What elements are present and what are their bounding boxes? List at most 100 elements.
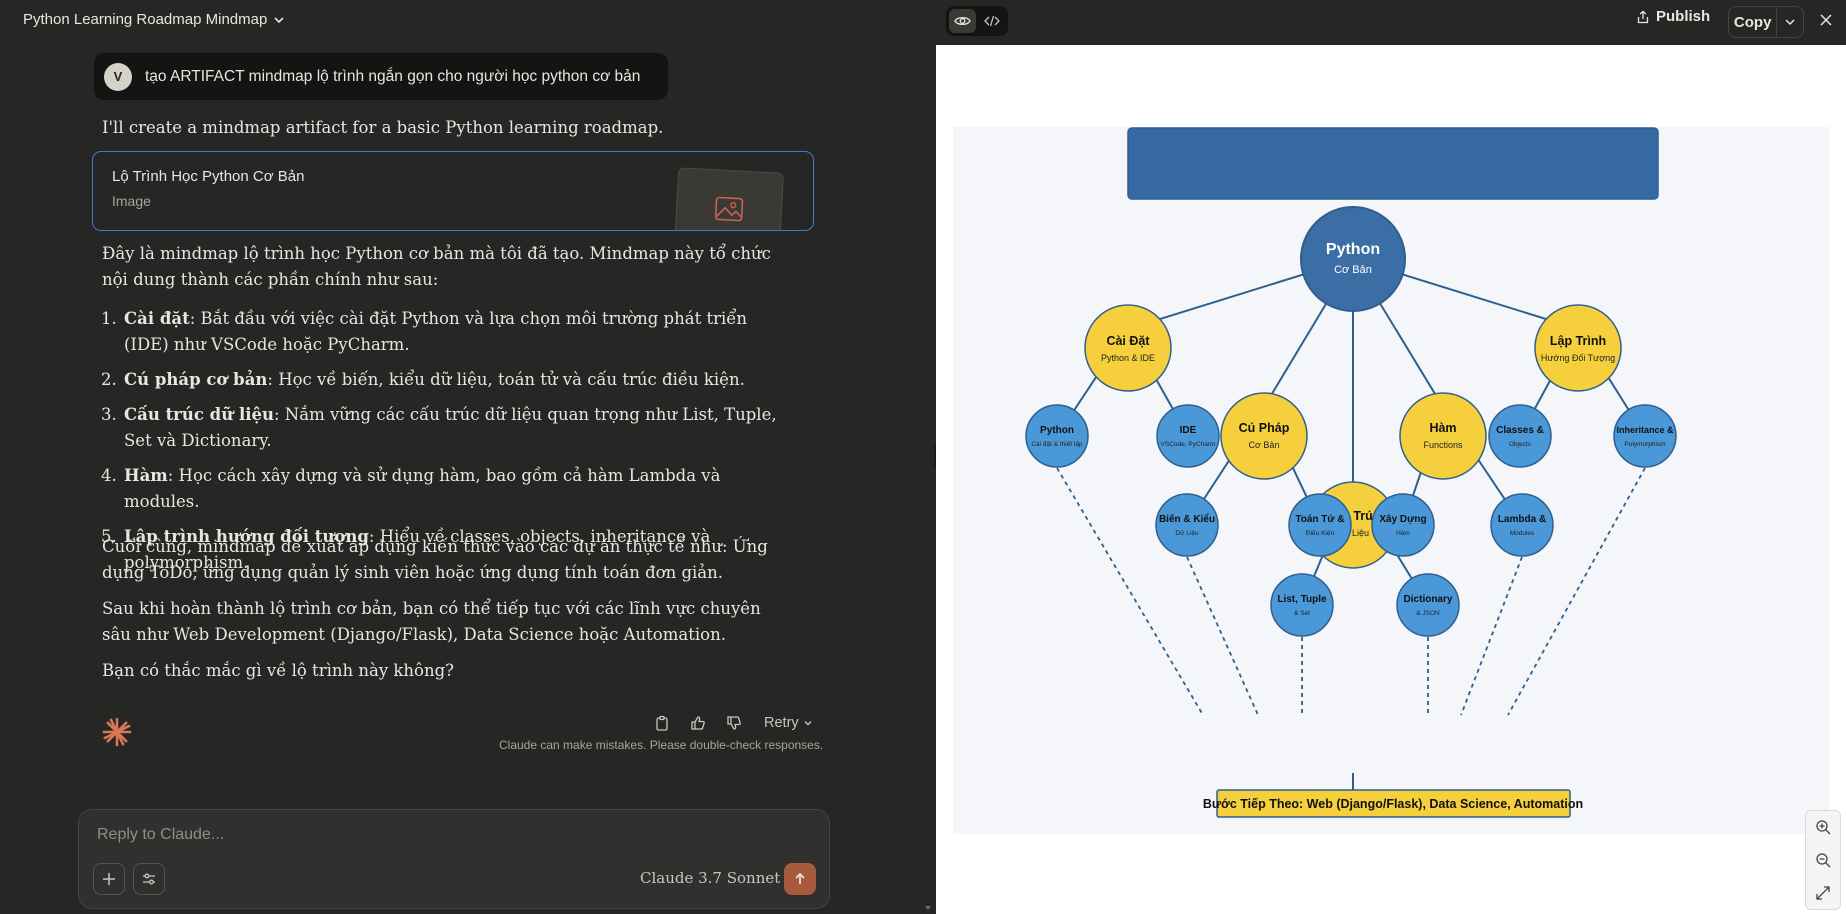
mindmap-sub-node: Toán Tử & Điều Kiện: [1288, 493, 1352, 557]
mindmap-next-step: Bước Tiếp Theo: Web (Django/Flask), Data…: [1203, 789, 1583, 818]
svg-text:Hướng Đối Tượng: Hướng Đối Tượng: [1541, 353, 1615, 363]
code-tab[interactable]: [979, 9, 1006, 33]
zoom-out-button[interactable]: [1810, 847, 1836, 873]
eye-icon: [954, 16, 971, 26]
mindmap-sub-node: IDE VSCode, PyCharm: [1156, 404, 1220, 468]
list-item: Lập trình hướng đối tượng: Hiểu về class…: [122, 524, 782, 576]
copy-button-group: Copy: [1728, 6, 1804, 38]
svg-text:Cơ Bản: Cơ Bản: [1249, 440, 1280, 450]
root-node-subtitle: Cơ Bản: [1334, 264, 1372, 276]
artifact-toolbar: Publish Copy: [936, 0, 1846, 45]
mindmap-dashed-connectors: [1056, 467, 1646, 716]
svg-text:& JSON: & JSON: [1416, 610, 1440, 617]
thumbs-up-icon: [691, 716, 705, 730]
add-attachment-button[interactable]: [93, 863, 125, 895]
zoom-in-icon: [1816, 820, 1831, 835]
svg-text:Cú Pháp: Cú Pháp: [1239, 421, 1290, 435]
send-button[interactable]: [784, 863, 816, 895]
mindmap-root-node: Python Cơ Bản: [1300, 206, 1406, 312]
svg-text:Python & IDE: Python & IDE: [1101, 353, 1155, 363]
image-icon: [714, 196, 744, 222]
retry-button[interactable]: Retry: [764, 715, 813, 731]
mindmap-sub-node: Classes & Objects: [1488, 404, 1552, 468]
chevron-down-icon: [274, 16, 284, 23]
svg-text:IDE: IDE: [1180, 425, 1197, 436]
mindmap-title-banner: [1127, 127, 1659, 200]
thumbs-down-icon: [727, 716, 741, 730]
svg-text:Dữ Liệu: Dữ Liệu: [1175, 530, 1199, 537]
mindmap-sub-node: Xây Dựng Hàm: [1371, 493, 1435, 557]
svg-text:Toán Tử &: Toán Tử &: [1295, 514, 1344, 525]
artifact-card[interactable]: Lộ Trình Học Python Cơ Bản Image: [92, 151, 814, 231]
artifact-panel: Publish Copy: [936, 0, 1846, 914]
svg-text:Lập Trình: Lập Trình: [1550, 334, 1606, 348]
chat-pane: Python Learning Roadmap Mindmap V tạo AR…: [0, 0, 936, 914]
conversation-title-dropdown[interactable]: Python Learning Roadmap Mindmap: [23, 11, 285, 28]
message-actions: Retry: [650, 712, 813, 734]
svg-text:Cài Đặt: Cài Đặt: [1106, 334, 1150, 348]
svg-text:VSCode, PyCharm: VSCode, PyCharm: [1161, 441, 1216, 448]
publish-button[interactable]: Publish: [1636, 8, 1710, 25]
svg-text:Polymorphism: Polymorphism: [1624, 441, 1665, 448]
root-node-title: Python: [1326, 241, 1380, 258]
view-toggle: [946, 6, 1008, 36]
clipboard-icon: [656, 715, 668, 731]
svg-text:Modules: Modules: [1510, 530, 1535, 537]
model-selector[interactable]: Claude 3.7 Sonnet: [640, 869, 794, 887]
mindmap-main-node: Cài Đặt Python & IDE: [1084, 304, 1172, 392]
svg-text:Python: Python: [1040, 425, 1074, 436]
assistant-projects: Cuối cùng, mindmap đề xuất áp dụng kiến …: [102, 537, 768, 582]
assistant-summary: Đây là mindmap lộ trình học Python cơ bả…: [102, 244, 771, 289]
assistant-question: Bạn có thắc mắc gì về lộ trình này không…: [102, 661, 454, 680]
plus-icon: [103, 873, 115, 885]
zoom-controls: [1805, 810, 1841, 910]
copy-button[interactable]: Copy: [1729, 8, 1778, 36]
svg-text:Biến & Kiểu: Biến & Kiểu: [1159, 513, 1215, 525]
mindmap-sub-node: List, Tuple & Set: [1270, 573, 1334, 637]
user-message: V tạo ARTIFACT mindmap lộ trình ngắn gọn…: [94, 53, 668, 100]
mindmap-sub-node: Python Cài đặt & thiết lập: [1025, 404, 1089, 468]
fit-to-screen-button[interactable]: [1810, 880, 1836, 906]
svg-text:Objects: Objects: [1509, 441, 1532, 448]
mindmap-sub-node: Inheritance & Polymorphism: [1613, 404, 1677, 468]
next-step-label: Bước Tiếp Theo: Web (Django/Flask), Data…: [1203, 797, 1583, 811]
chevron-down-icon: [1785, 19, 1795, 26]
roadmap-list: Cài đặt: Bắt đầu với việc cài đặt Python…: [102, 306, 782, 585]
thumbs-down-button[interactable]: [722, 712, 746, 734]
svg-text:Hàm: Hàm: [1396, 530, 1410, 537]
artifact-thumbnail: [673, 167, 785, 230]
claude-logo-icon: [102, 717, 132, 747]
zoom-in-button[interactable]: [1810, 814, 1836, 840]
expand-icon: [1816, 885, 1830, 900]
chevron-down-icon: [804, 721, 812, 726]
svg-text:Functions: Functions: [1423, 440, 1463, 450]
mindmap-main-node: Lập Trình Hướng Đối Tượng: [1534, 304, 1622, 392]
svg-text:Lambda &: Lambda &: [1498, 514, 1546, 525]
scroll-down-indicator[interactable]: [924, 904, 932, 912]
user-avatar: V: [104, 62, 132, 91]
copy-response-button[interactable]: [650, 712, 674, 734]
mindmap-sub-node: Biến & Kiểu Dữ Liệu: [1155, 493, 1219, 557]
artifact-type: Image: [112, 193, 151, 209]
close-icon[interactable]: [1819, 13, 1833, 27]
code-icon: [983, 15, 1000, 27]
list-item: Cú pháp cơ bản: Học về biến, kiểu dữ liệ…: [122, 367, 782, 393]
mindmap: Python Cơ Bản Cài Đặt Python & IDE Cú Ph…: [1025, 127, 1677, 818]
arrow-up-icon: [795, 872, 805, 884]
thumbs-up-button[interactable]: [686, 712, 710, 734]
assistant-next-steps: Sau khi hoàn thành lộ trình cơ bản, bạn …: [102, 599, 761, 644]
list-item: Cài đặt: Bắt đầu với việc cài đặt Python…: [122, 306, 782, 358]
copy-options-button[interactable]: [1777, 16, 1803, 28]
svg-text:Dữ Liệu: Dữ Liệu: [1337, 528, 1369, 538]
composer: Claude 3.7 Sonnet: [78, 809, 830, 909]
mindmap-main-node: Hàm Functions: [1399, 392, 1487, 480]
tools-button[interactable]: [133, 863, 165, 895]
sliders-icon: [143, 873, 155, 885]
svg-text:List, Tuple: List, Tuple: [1277, 594, 1327, 605]
user-message-text: tạo ARTIFACT mindmap lộ trình ngắn gọn c…: [145, 67, 641, 85]
svg-text:Dictionary: Dictionary: [1404, 594, 1453, 605]
conversation-title: Python Learning Roadmap Mindmap: [23, 11, 268, 28]
preview-tab[interactable]: [949, 9, 976, 33]
reply-input[interactable]: [95, 822, 799, 848]
mindmap-sub-node: Dictionary & JSON: [1396, 573, 1460, 637]
